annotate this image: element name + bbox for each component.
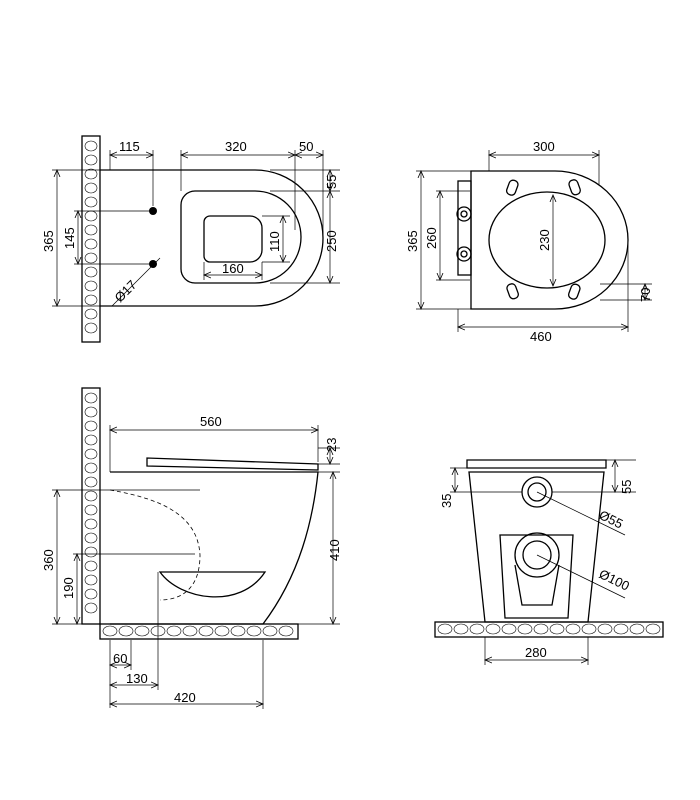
dim-420: 420 bbox=[174, 690, 196, 705]
dim-560: 560 bbox=[200, 414, 222, 429]
dim-410: 410 bbox=[327, 539, 342, 561]
dim-130: 130 bbox=[126, 671, 148, 686]
seat-lid-rear bbox=[466, 459, 607, 469]
floor-strip-rear-view bbox=[434, 621, 664, 638]
mounting-hole-lower bbox=[149, 260, 157, 268]
rear-recess bbox=[499, 534, 574, 619]
dim-260: 260 bbox=[424, 227, 439, 249]
dim-145: 145 bbox=[62, 227, 77, 249]
fixing-hole-upper bbox=[456, 206, 472, 222]
outlet-top bbox=[203, 215, 263, 263]
outlet-skirt bbox=[514, 564, 560, 606]
dim-60: 60 bbox=[113, 651, 127, 666]
dim-280: 280 bbox=[525, 645, 547, 660]
dim-50: 50 bbox=[299, 139, 313, 154]
dim-35: 35 bbox=[439, 494, 454, 508]
dim-300: 300 bbox=[533, 139, 555, 154]
inlet-55-inner bbox=[527, 482, 547, 502]
mounting-hole-upper bbox=[149, 207, 157, 215]
outlet-100-inner bbox=[522, 540, 552, 570]
wall-strip-side-view bbox=[81, 387, 101, 625]
dim-23: 23 bbox=[324, 438, 339, 452]
dim-70: 70 bbox=[638, 288, 653, 302]
dim-diameter-17: Ø17 bbox=[112, 277, 140, 305]
bumper-4 bbox=[567, 283, 581, 300]
bumper-2 bbox=[568, 179, 581, 196]
dim-365-top: 365 bbox=[41, 230, 56, 252]
rear-view: 35 55 Ø55 Ø100 280 bbox=[434, 459, 664, 665]
dim-460: 460 bbox=[530, 329, 552, 344]
dim-365-seat: 365 bbox=[405, 230, 420, 252]
side-view: 560 23 410 360 190 60 130 420 bbox=[41, 387, 342, 709]
dim-115: 115 bbox=[119, 139, 140, 154]
inner-rim-top bbox=[180, 190, 302, 284]
fixing-hole-upper-core bbox=[460, 210, 468, 218]
seat-opening bbox=[488, 191, 606, 289]
dim-160: 160 bbox=[222, 261, 244, 276]
dim-diameter-100: Ø100 bbox=[597, 566, 632, 593]
bowl-body-rear bbox=[468, 471, 605, 623]
dim-250: 250 bbox=[324, 230, 339, 252]
dim-360: 360 bbox=[41, 549, 56, 571]
dim-55: 55 bbox=[324, 175, 339, 189]
dim-190: 190 bbox=[61, 577, 76, 599]
dim-230: 230 bbox=[537, 229, 552, 251]
bumper-1 bbox=[505, 179, 519, 196]
top-view: 115 320 50 55 250 110 160 365 145 Ø17 bbox=[41, 135, 340, 343]
seat-lid-side bbox=[146, 457, 319, 471]
dim-110: 110 bbox=[267, 231, 282, 252]
dim-320: 320 bbox=[225, 139, 247, 154]
fixing-hole-lower-core bbox=[460, 250, 468, 258]
fixing-hole-lower bbox=[456, 246, 472, 262]
bowl-profile-side bbox=[110, 471, 319, 625]
seat-top-view: 300 365 260 230 70 460 bbox=[405, 139, 653, 344]
floor-strip-side-view bbox=[99, 623, 299, 640]
water-surface-side bbox=[158, 571, 267, 598]
bumper-3 bbox=[506, 283, 519, 300]
inner-trap-side bbox=[109, 489, 201, 601]
outlet-100-outer bbox=[514, 532, 560, 578]
wall-strip-top-view bbox=[81, 135, 101, 343]
dim-55-rear: 55 bbox=[619, 480, 634, 494]
